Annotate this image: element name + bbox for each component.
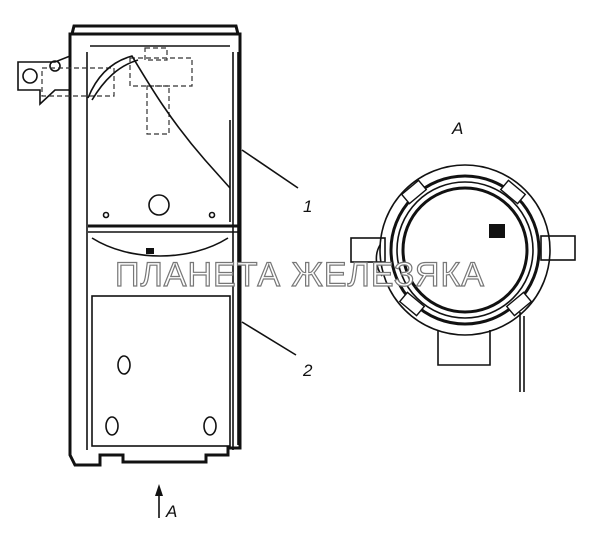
- tab-bottom: [437, 330, 491, 366]
- tab-left: [350, 237, 386, 263]
- hinge-bracket: [17, 54, 71, 106]
- housing-side-view: [17, 24, 299, 518]
- center-mark: [489, 224, 505, 238]
- leader-line-1: [241, 149, 299, 189]
- hidden-outline-top-small: [144, 47, 168, 61]
- callout-label-1: 1: [303, 197, 312, 216]
- rivet-left: [102, 211, 110, 219]
- left-notch: [375, 244, 383, 277]
- inner-ring: [401, 186, 529, 314]
- damper-flap-curve: [87, 55, 231, 189]
- ring-3: [396, 181, 534, 319]
- outer-ring: [379, 164, 551, 336]
- cross-band-arc: [91, 237, 229, 257]
- rivet-right: [208, 211, 216, 219]
- view-title: A: [451, 119, 463, 138]
- ring-clamps: [398, 179, 533, 317]
- tab-right: [540, 235, 576, 261]
- ring-2: [389, 174, 541, 326]
- lower-panel: [91, 295, 231, 447]
- hole-bottom-right: [203, 416, 217, 436]
- hole-bottom-left: [105, 416, 119, 436]
- center-hole: [148, 194, 170, 216]
- hidden-outline-center: [129, 57, 193, 87]
- hidden-outline-top-left: [41, 67, 115, 97]
- housing-outline: [68, 32, 242, 467]
- cross-band-mark: [146, 248, 154, 254]
- leader-line-2: [241, 321, 297, 356]
- hidden-outline-center-low: [146, 85, 170, 135]
- hole-middle: [117, 355, 131, 375]
- watermark-text: ПЛАНЕТА ЖЕЛЕЗЯКА: [115, 256, 485, 294]
- view-a-circular: [350, 164, 576, 392]
- arrow-label: A: [165, 502, 177, 521]
- view-arrow-head: [155, 484, 163, 496]
- callout-label-2: 2: [302, 361, 313, 380]
- damper-flap-edge: [91, 59, 139, 101]
- top-flange: [70, 24, 240, 35]
